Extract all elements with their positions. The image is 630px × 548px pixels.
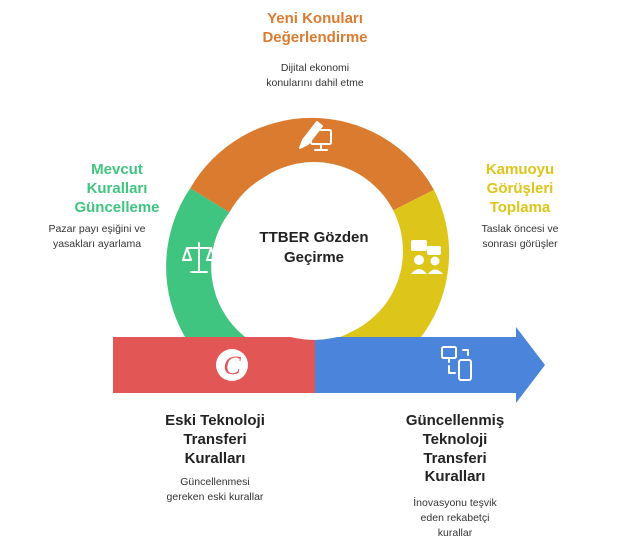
- top-desc: Dijital ekonomi konularını dahil etme: [266, 62, 364, 90]
- right-title: Kamuoyu Görüşleri Toplama: [485, 161, 555, 216]
- center-label: TTBER Gözden Geçirme: [259, 229, 369, 267]
- center-circle: [225, 162, 403, 340]
- copyright-icon: C: [216, 349, 248, 381]
- segment-left: [166, 188, 245, 337]
- left-desc: Pazar payı eşiğini ve yasakları ayarlama: [48, 223, 146, 251]
- bar-old-rules: [113, 337, 315, 393]
- arrow-updated-rules: [315, 327, 545, 403]
- devices-transfer-icon: [441, 346, 472, 381]
- top-title: Yeni Konuları Değerlendirme: [262, 10, 368, 46]
- pen-monitor-icon: [299, 121, 332, 151]
- bottom-left-title: Eski Teknoloji Transferi Kuralları: [165, 412, 265, 467]
- svg-text:C: C: [223, 351, 241, 380]
- people-chat-icon: [411, 240, 443, 274]
- bottom-left-desc: Güncellenmesi gereken eski kurallar: [166, 476, 264, 504]
- right-desc: Taslak öncesi ve sonrası görüşler: [481, 223, 559, 251]
- bottom-right-title: Güncellenmiş Teknoloji Transferi Kuralla…: [405, 412, 505, 486]
- scales-icon: [182, 242, 216, 273]
- bottom-right-desc: İnovasyonu teşvik eden rekabetçi kuralla…: [413, 497, 497, 540]
- left-title: Mevcut Kuralları Güncelleme: [74, 161, 160, 216]
